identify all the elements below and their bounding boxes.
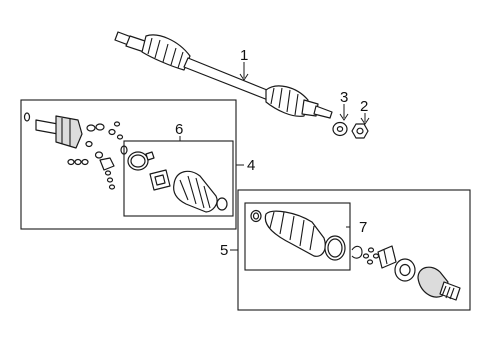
callout-leaders [179,62,370,228]
kit-box-7 [244,202,351,271]
inner-boot-kit [127,151,228,213]
callout-1: 1 [240,47,248,64]
callout-4: 4 [247,157,255,174]
kit-box-6 [123,140,234,217]
outer-joint-parts [351,245,461,301]
callout-6: 6 [175,121,183,138]
washer [332,121,348,137]
inner-joint-parts [23,112,128,190]
axle-shaft-assembly [114,31,333,119]
callout-7: 7 [359,219,367,236]
callout-5: 5 [220,242,228,259]
hex-nut [351,123,369,139]
outer-boot-kit [250,209,346,261]
callout-3: 3 [340,89,348,106]
callout-2: 2 [360,98,368,115]
